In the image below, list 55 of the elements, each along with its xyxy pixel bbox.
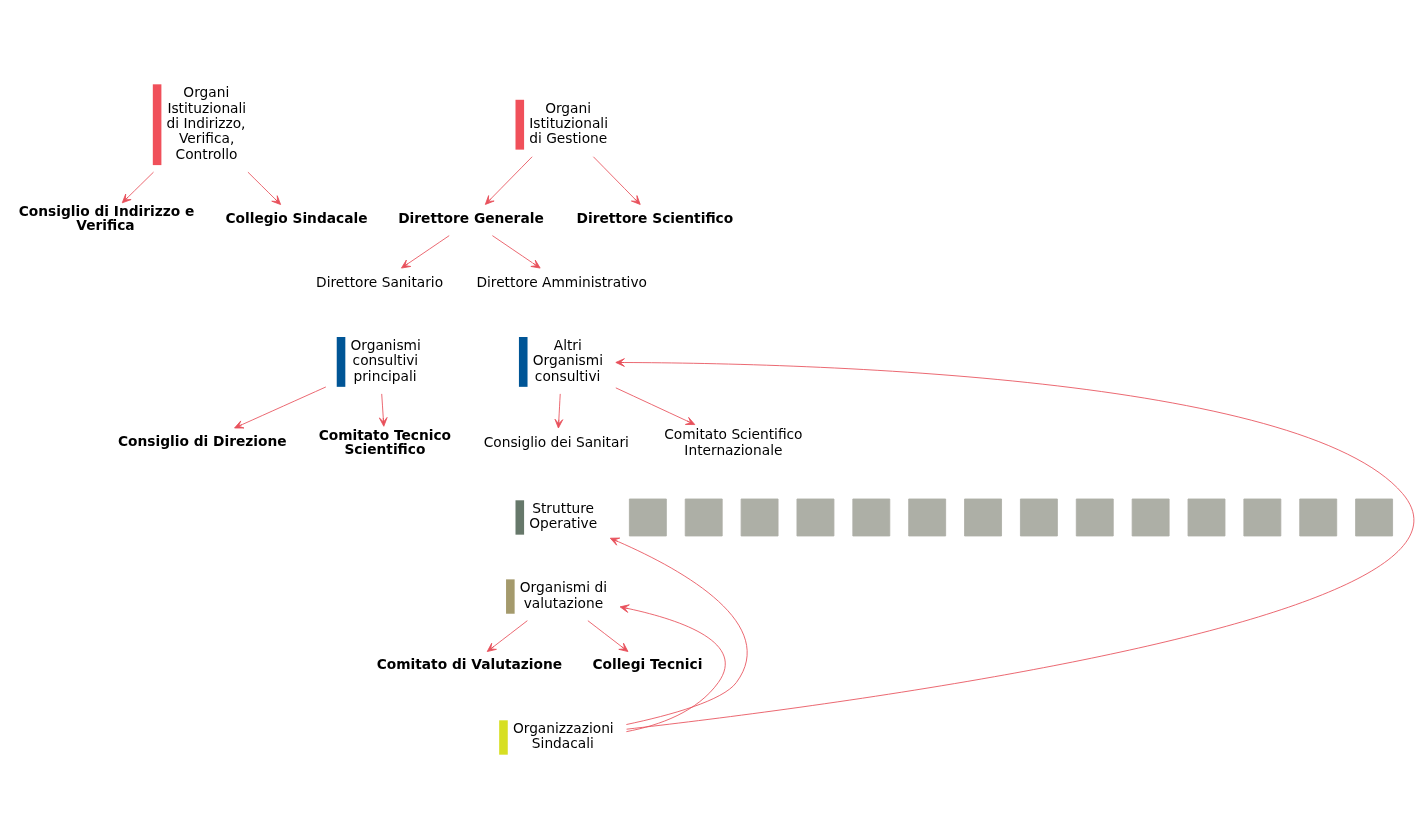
arrow bbox=[619, 603, 726, 732]
node-box bbox=[515, 499, 525, 535]
arrow bbox=[378, 393, 388, 427]
node-box bbox=[336, 336, 346, 387]
node-label: Altri Organismi consultivi bbox=[532, 336, 603, 384]
arrow bbox=[234, 386, 327, 428]
node-text: Direttore Generale bbox=[398, 209, 544, 226]
node-box bbox=[964, 498, 1002, 536]
node-text: Direttore Scientifico bbox=[576, 209, 734, 226]
node-text: Direttore Sanitario bbox=[316, 273, 444, 290]
arrow bbox=[484, 155, 533, 205]
node-box bbox=[152, 83, 162, 165]
arrow bbox=[615, 357, 1415, 730]
node-text: Comitato Scientifico Internazionale bbox=[664, 425, 803, 458]
node-label: Organismi di valutazione bbox=[519, 578, 608, 611]
arrow bbox=[592, 155, 641, 205]
arrow bbox=[247, 171, 282, 205]
node-box bbox=[1187, 498, 1226, 536]
node-box bbox=[1075, 498, 1114, 536]
node-label: Strutture Operative bbox=[529, 499, 598, 531]
node-box bbox=[1020, 498, 1058, 536]
arrow bbox=[401, 234, 450, 268]
arrow bbox=[554, 393, 564, 428]
node-text: Collegio Sindacale bbox=[225, 209, 368, 226]
node-box bbox=[628, 498, 667, 536]
node-text: Comitato Tecnico Scientifico bbox=[318, 426, 452, 457]
node-box bbox=[796, 498, 835, 536]
node-text: Consiglio dei Sanitari bbox=[483, 433, 629, 450]
node-text: Comitato di Valutazione bbox=[376, 655, 563, 672]
node-text: Direttore Amministrativo bbox=[476, 273, 647, 290]
node-box bbox=[1243, 498, 1282, 536]
node-box bbox=[499, 719, 508, 755]
node-box bbox=[515, 99, 525, 150]
node-box bbox=[1131, 498, 1170, 536]
node-box bbox=[1355, 498, 1393, 536]
node-box bbox=[506, 578, 515, 614]
node-text: Consiglio di Direzione bbox=[118, 432, 287, 449]
node-box bbox=[740, 498, 779, 536]
node-label: Organismi consultivi principali bbox=[350, 336, 421, 384]
node-box bbox=[1299, 498, 1338, 536]
node-text: Collegi Tecnici bbox=[592, 655, 703, 672]
arrow bbox=[615, 386, 696, 425]
node-box bbox=[852, 498, 891, 536]
arrow bbox=[587, 619, 629, 652]
node-label: Organi Istituzionali di Gestione bbox=[529, 99, 609, 146]
arrow bbox=[491, 234, 541, 268]
arrow bbox=[609, 537, 748, 725]
node-box bbox=[684, 498, 723, 536]
node-label: Organizzazioni Sindacali bbox=[512, 719, 614, 751]
arrow bbox=[486, 619, 528, 652]
node-label: Organi Istituzionali di Indirizzo, Verifica, Controllo bbox=[166, 83, 247, 162]
node-box bbox=[908, 498, 947, 536]
node-text: Consiglio di Indirizzo e Verifica bbox=[18, 203, 195, 233]
arrow bbox=[121, 171, 154, 203]
node-box bbox=[518, 336, 528, 387]
